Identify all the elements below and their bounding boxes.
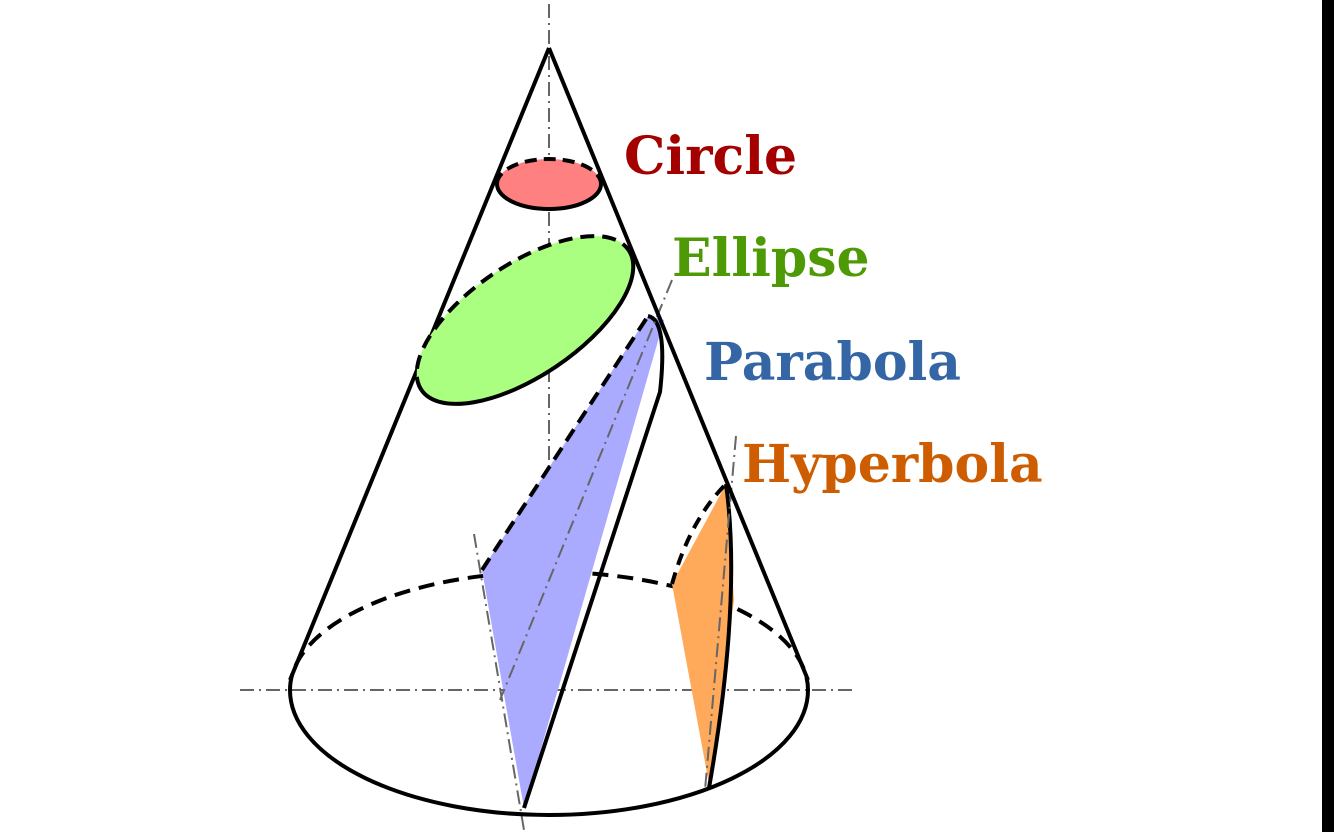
- hyperbola-dashed-edge: [670, 482, 728, 585]
- circle-section: [497, 159, 601, 209]
- hyperbola-label: Hyperbola: [742, 434, 1043, 495]
- ellipse-front-edge: [419, 248, 636, 406]
- parabola-plane-line-left: [473, 533, 525, 831]
- circle-back-edge: [495, 157, 603, 185]
- right-edge-bar: [1322, 0, 1334, 832]
- parabola-label: Parabola: [704, 332, 961, 393]
- ellipse-back-edge: [414, 234, 631, 392]
- circle-label: Circle: [624, 126, 797, 187]
- parabola-section: [482, 316, 664, 808]
- circle-front-edge: [495, 183, 603, 211]
- cone-base-front: [288, 689, 810, 817]
- ellipse-section: [416, 236, 634, 404]
- parabola-solid-edge: [522, 314, 665, 809]
- ellipse-section-group: [414, 234, 636, 406]
- cone-right-side: [547, 47, 810, 681]
- ellipse-label: Ellipse: [672, 228, 870, 289]
- hyperbola-section: [672, 484, 734, 784]
- parabola-dashed-edge: [480, 314, 650, 572]
